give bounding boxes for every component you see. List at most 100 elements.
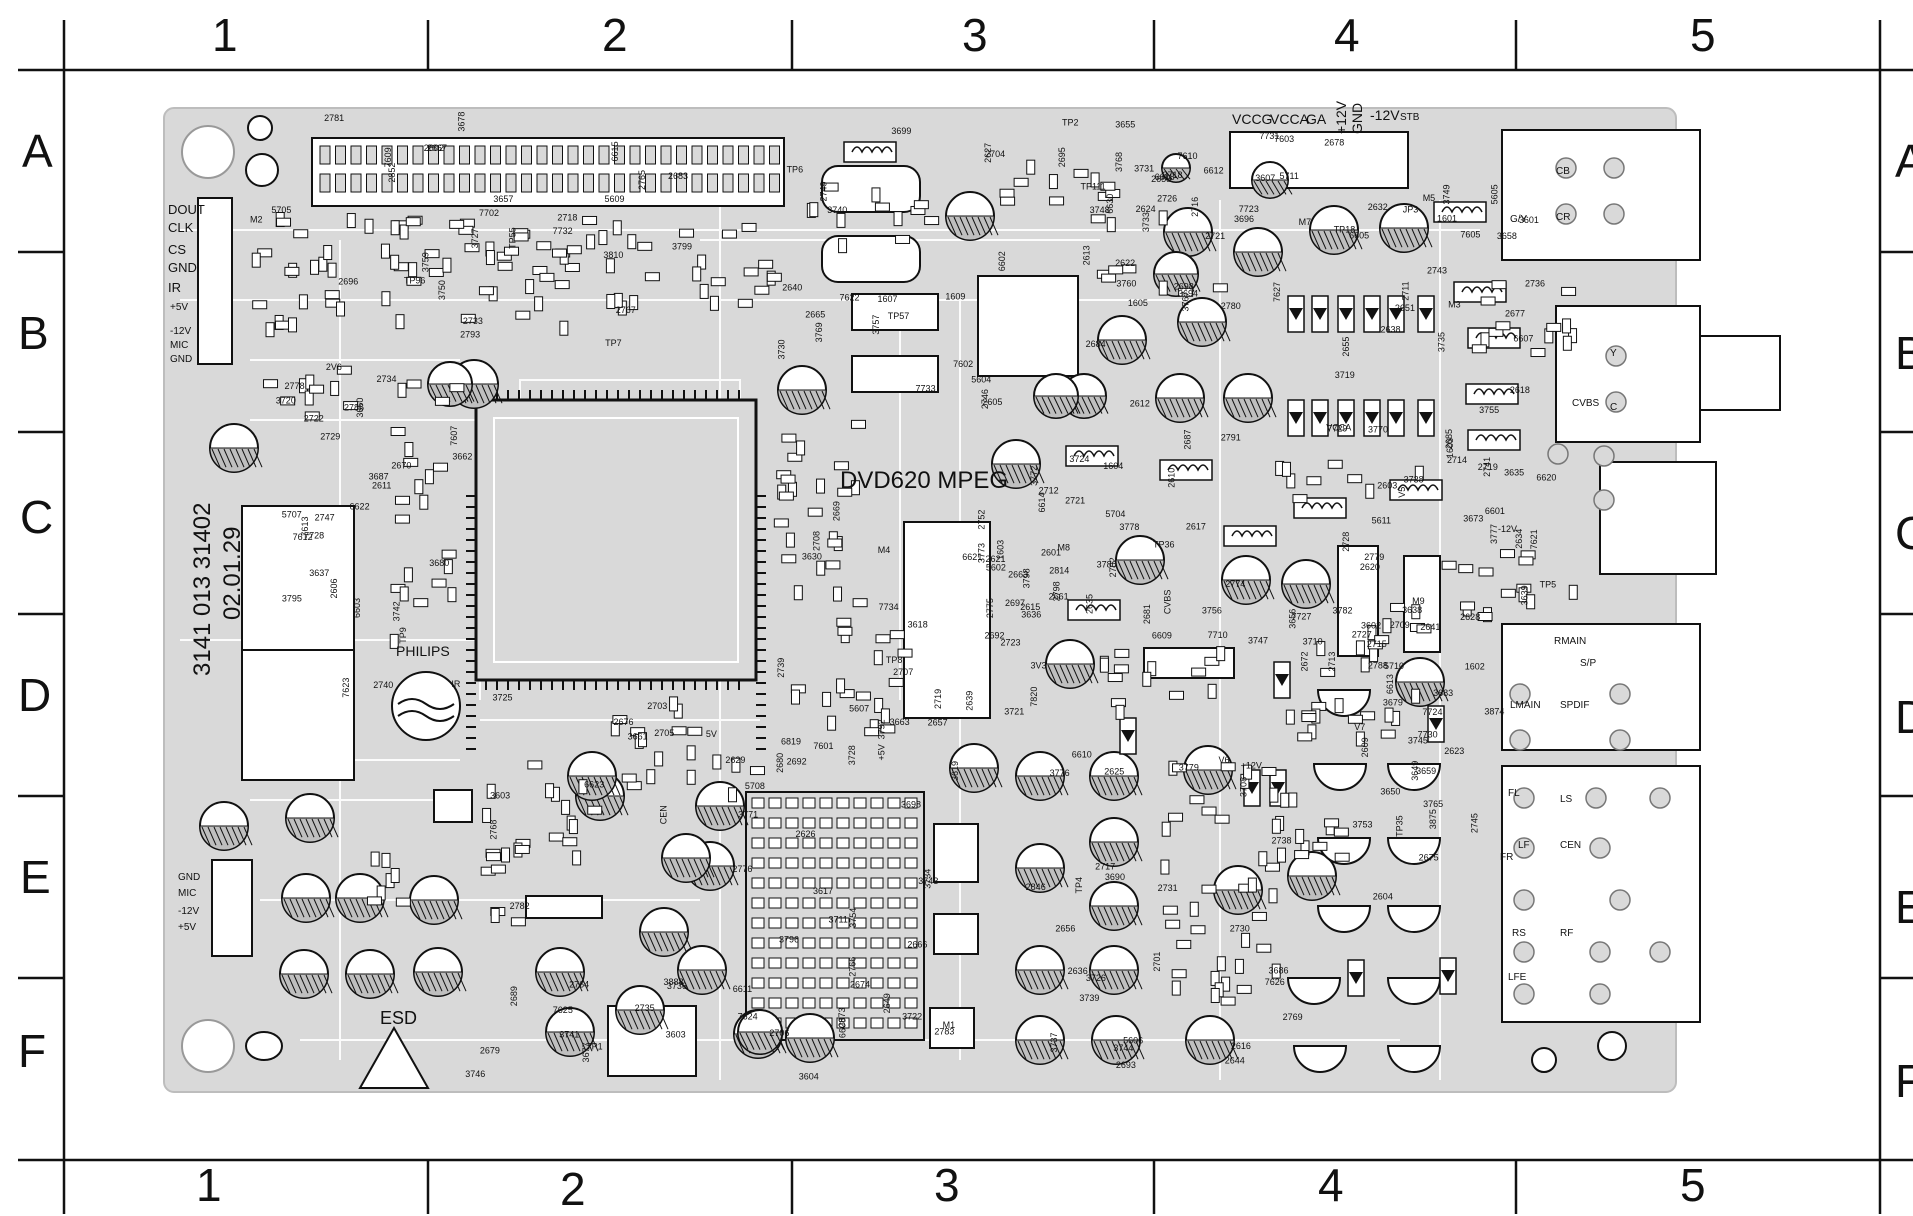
component-label: 7622 — [839, 293, 859, 303]
smd-pad — [458, 225, 474, 235]
electrolytic-capacitor — [1015, 945, 1069, 995]
header-pin — [536, 173, 548, 193]
diode-mark — [1365, 412, 1379, 424]
component-label: 3656 — [1288, 609, 1298, 629]
smd-pad — [836, 678, 846, 694]
header-pin — [490, 173, 501, 193]
component-label: 6602 — [997, 251, 1007, 271]
capacitor-hatch — [1331, 876, 1341, 896]
capacitor-hatch — [1259, 180, 1269, 195]
capacitor-hatch — [583, 1032, 593, 1052]
smd-pad — [578, 779, 588, 795]
grid-row-left-b: B — [18, 307, 49, 359]
smd-pad — [1216, 646, 1226, 662]
component-label: 7627 — [1272, 282, 1282, 302]
resistor-array-cell — [768, 937, 782, 949]
capacitor-hatch — [417, 900, 427, 920]
capacitor-hatch — [1203, 770, 1213, 790]
header-pin — [490, 145, 501, 165]
capacitor-stripe — [1015, 775, 1065, 801]
capacitor-hatch — [1295, 584, 1305, 604]
component-label: 2719 — [1478, 462, 1498, 472]
resistor-array-cell — [904, 917, 918, 929]
capacitor-hatch — [1105, 1040, 1115, 1060]
resistor-array-grid-cells — [751, 797, 918, 1029]
capacitor-hatch — [1433, 682, 1443, 702]
component-label: 7603 — [1274, 134, 1294, 144]
component-label: 2641 — [1420, 622, 1440, 632]
capacitor-hatch — [207, 826, 217, 846]
capacitor-hatch — [1097, 906, 1107, 926]
capacitor-stripe — [285, 817, 335, 843]
component-label: 2781 — [324, 113, 344, 123]
header-pin — [319, 173, 331, 193]
component-label: 3760 — [1116, 278, 1136, 288]
capacitor-hatch — [1393, 228, 1403, 248]
smd-pad — [394, 495, 410, 505]
resistor-array-cell — [904, 877, 918, 889]
component-label: 7623 — [341, 678, 351, 698]
smd-pad — [404, 442, 414, 458]
resistor-array-cell — [853, 797, 867, 809]
smd-pad — [749, 766, 765, 776]
component-label: 1603 — [996, 540, 1006, 560]
smd-pad — [833, 586, 843, 602]
resistor-array-cell — [768, 897, 782, 909]
capacitor-hatch — [1121, 842, 1131, 862]
electrolytic-capacitor — [535, 947, 589, 997]
smd-pad — [850, 480, 860, 496]
component-label: 2615 — [1020, 602, 1040, 612]
capacitor-hatch — [675, 858, 685, 878]
ic-6630 — [851, 355, 939, 393]
smd-pad — [1294, 850, 1310, 860]
smd-pad — [874, 202, 890, 212]
smd-pad — [1384, 707, 1394, 723]
capacitor-hatch — [323, 974, 333, 994]
smd-pad — [766, 272, 782, 282]
component-label: 7607 — [449, 426, 459, 446]
capacitor-hatch — [235, 448, 245, 468]
connector-1603 — [197, 197, 233, 365]
capacitor-hatch — [465, 384, 475, 402]
component-label: 3771 — [738, 810, 758, 820]
pin-label-clk: CLK — [168, 220, 194, 235]
capacitor-hatch — [421, 972, 431, 992]
header-pin — [676, 145, 687, 165]
header-pin — [474, 145, 486, 165]
capacitor-hatch — [697, 970, 707, 990]
capacitor-hatch — [803, 390, 813, 410]
capacitor-hatch — [1191, 274, 1201, 292]
grid-col-top-5: 5 — [1690, 9, 1716, 61]
supply-label-stb: STB — [1400, 112, 1420, 123]
capacitor-hatch — [957, 768, 967, 788]
capacitor-hatch — [1065, 396, 1075, 414]
component-label: TP6 — [787, 164, 804, 174]
component-label: 2655 — [1341, 337, 1351, 357]
component-label: 2697 — [1005, 598, 1025, 608]
capacitor-hatch — [447, 900, 457, 920]
capacitor-hatch — [739, 806, 749, 826]
resistor-array-cell — [768, 837, 782, 849]
smd-pad — [1161, 821, 1171, 837]
smd-pad — [895, 234, 911, 244]
component-label: 2611 — [372, 481, 391, 491]
smd-pad — [699, 283, 709, 299]
component-label: 2714 — [1447, 455, 1467, 465]
electrolytic-capacitor — [409, 875, 463, 925]
resistor-array-cell — [819, 937, 833, 949]
header-pin — [691, 145, 703, 165]
smd-pad — [536, 241, 552, 251]
smd-pad — [822, 691, 832, 707]
smd-pad — [913, 200, 929, 210]
capacitor-hatch — [487, 384, 497, 404]
esd-symbol — [358, 1025, 430, 1089]
grid-row-left-c: C — [20, 491, 54, 543]
capacitor-hatch — [1187, 1040, 1197, 1060]
component-label: 2677 — [1505, 308, 1525, 318]
capacitor-hatch — [1123, 340, 1133, 360]
component-label: 2609 — [1360, 737, 1370, 757]
component-label: 3659 — [1416, 766, 1436, 776]
header-pin — [598, 173, 610, 193]
smd-pad — [485, 250, 495, 266]
jack-pin — [1555, 157, 1577, 179]
